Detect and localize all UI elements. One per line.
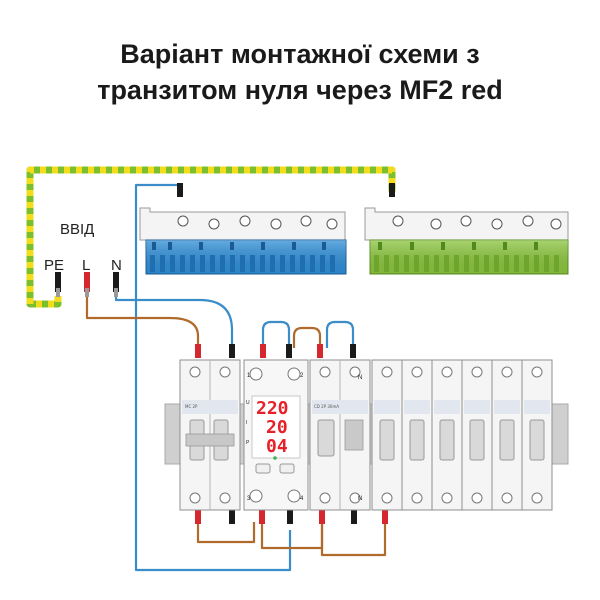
neutral-busbar xyxy=(139,207,347,275)
branch-breaker-3 xyxy=(431,359,463,511)
title-line-1: Варіант монтажної схеми з xyxy=(120,39,480,69)
l-label: L xyxy=(82,257,90,274)
relay-button-right[interactable] xyxy=(279,463,295,474)
relay-term-3: 3 xyxy=(247,496,251,502)
relay-button-left[interactable] xyxy=(255,463,271,474)
side-i: I xyxy=(246,420,247,426)
relay-term-4: 4 xyxy=(300,496,304,502)
ground-busbar-slots xyxy=(378,242,538,250)
side-p: P xyxy=(246,440,250,446)
input-label: ВВІД xyxy=(60,221,94,238)
display-power: 04 xyxy=(266,436,288,457)
brown-phase-wires xyxy=(85,292,387,557)
branch-breaker-1 xyxy=(371,359,403,511)
branch-breaker-4 xyxy=(461,359,493,511)
neutral-busbar-slots xyxy=(152,242,326,250)
branch-breaker-2 xyxy=(401,359,433,511)
branch-breaker-5 xyxy=(491,359,523,511)
main-breaker: MC 2P xyxy=(179,359,241,511)
rcd-n-top: N xyxy=(358,375,362,381)
branch-breaker-6 xyxy=(521,359,553,511)
neutral-busbar-teeth xyxy=(150,255,335,272)
display-voltage: 220 xyxy=(256,398,289,419)
relay-term-1: 1 xyxy=(247,373,251,379)
title-line-2: транзитом нуля через MF2 red xyxy=(97,75,503,105)
mf2-relay: 1 2 3 4 220 20 04 U I P xyxy=(243,359,309,511)
top-device-terminals xyxy=(195,344,356,358)
relay-term-2: 2 xyxy=(300,373,304,379)
side-u: U xyxy=(246,400,250,406)
input-terminals xyxy=(55,183,395,297)
bottom-device-terminals xyxy=(195,510,388,524)
ground-busbar-teeth xyxy=(374,255,559,272)
rcd: CD 2P 30mA N N xyxy=(309,359,371,511)
ground-busbar-screws xyxy=(392,215,562,230)
input-labels: ВВІД PE L N xyxy=(44,221,122,274)
ground-busbar xyxy=(364,207,569,275)
pe-label: PE xyxy=(44,257,64,274)
svg-text:MC 2P: MC 2P xyxy=(185,404,198,409)
n-label: N xyxy=(111,257,122,274)
neutral-busbar-screws xyxy=(177,215,338,230)
diagram-title: Варіант монтажної схеми з транзитом нуля… xyxy=(0,36,600,108)
display-current: 20 xyxy=(266,417,288,438)
branch-breakers xyxy=(371,359,553,511)
svg-text:CD 2P 30mA: CD 2P 30mA xyxy=(314,404,339,409)
pe-ground-wire xyxy=(26,166,396,308)
rcd-n-bottom: N xyxy=(358,496,362,502)
relay-status-led xyxy=(273,456,277,460)
